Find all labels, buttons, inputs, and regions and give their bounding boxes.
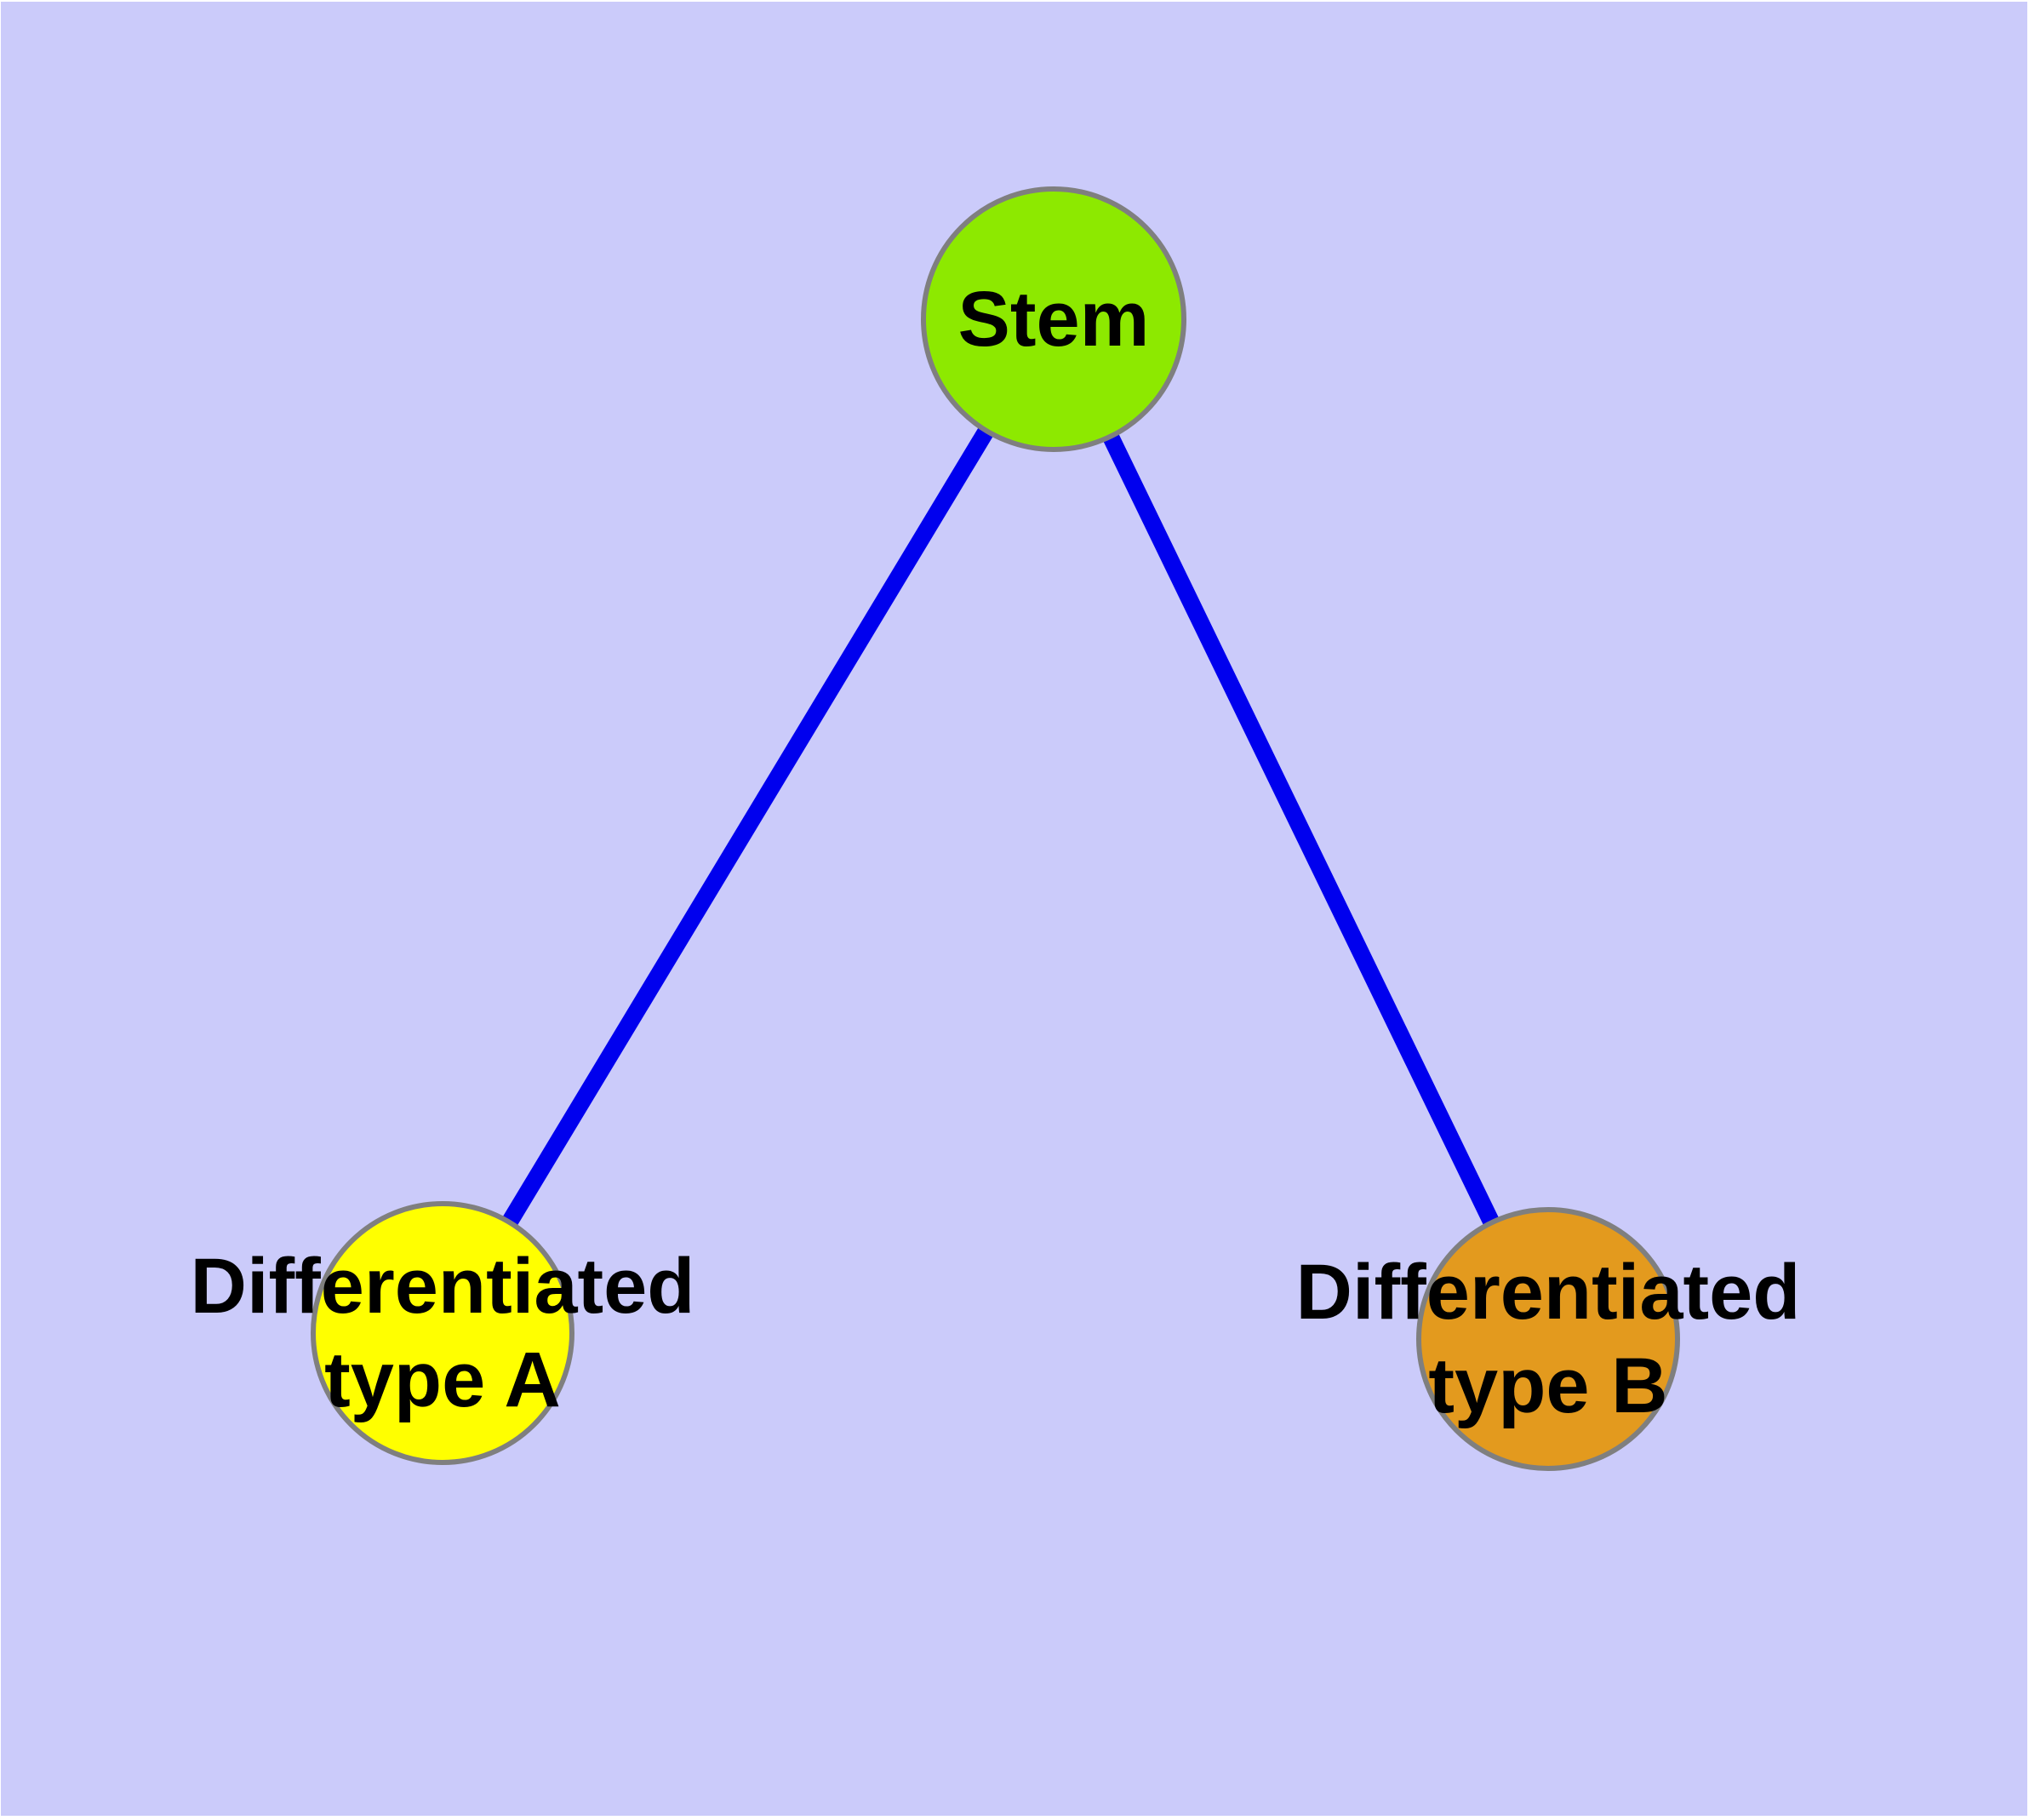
node-type-b-label-line1: Differentiated (1296, 1249, 1801, 1336)
edge-stem-to-type-a (435, 314, 1061, 1338)
node-type-a-label-line2: type A (324, 1336, 561, 1423)
edge-stem-to-type-b (1046, 315, 1556, 1343)
node-type-b-label-line2: type B (1428, 1342, 1667, 1429)
node-differentiated-type-b (1416, 1207, 1680, 1471)
node-type-a-label-line1: Differentiated (191, 1243, 695, 1330)
node-differentiated-type-a (311, 1201, 574, 1465)
node-stem (921, 186, 1186, 452)
node-stem-label: Stem (958, 276, 1150, 363)
